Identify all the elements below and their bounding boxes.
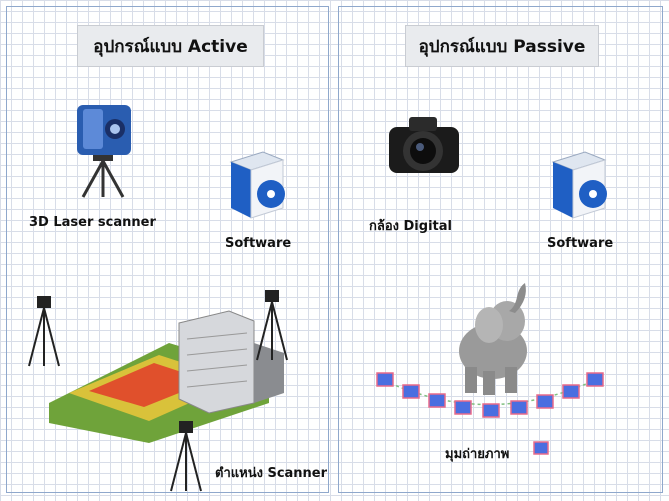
tripod-icon	[256, 290, 288, 361]
camera-positions-label: มุมถ่ายภาพ	[445, 447, 510, 462]
passive-devices-panel: อุปกรณ์แบบ Passive กล้อง Digital Softwar…	[338, 6, 663, 493]
software-box-icon	[229, 151, 285, 219]
software-box-icon	[551, 151, 607, 219]
camera-positions-arc	[376, 372, 604, 418]
passive-panel-title: อุปกรณ์แบบ Passive	[405, 25, 599, 67]
camera-position-marker-icon	[376, 372, 604, 418]
scanner-position-label: ตำแหน่ง Scanner	[215, 466, 328, 481]
laser-scanner-icon	[77, 105, 131, 198]
elephant-model-image	[459, 283, 527, 395]
camera-position-marker-icon	[533, 441, 549, 455]
software-label-right: Software	[547, 236, 614, 251]
laser-scanner-label: 3D Laser scanner	[29, 215, 156, 230]
active-devices-panel: อุปกรณ์แบบ Active 3D Laser scanner Softw…	[6, 6, 329, 493]
digital-camera-label: กล้อง Digital	[369, 219, 452, 234]
active-panel-title: อุปกรณ์แบบ Active	[77, 25, 264, 67]
digital-camera-icon	[389, 117, 459, 173]
software-label-left: Software	[225, 236, 292, 251]
tripod-icon	[28, 296, 60, 367]
tripod-icon	[170, 421, 202, 492]
point-cloud-building-image	[49, 310, 284, 443]
